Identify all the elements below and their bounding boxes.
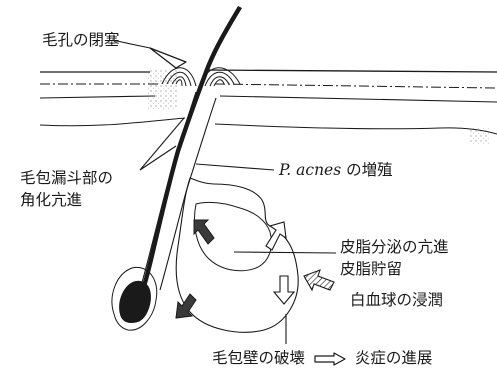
sebum-secretion-label: 皮脂分泌の亢進: [340, 236, 449, 258]
skin-surface-line: [40, 70, 497, 72]
skin-layers: [40, 70, 497, 134]
bacteria-proliferation-label: P. acnes の増殖: [279, 160, 393, 180]
follicle-wall-destruction-label: 毛包壁の破壊: [212, 349, 305, 367]
sebum-label: 皮脂分泌の亢進 皮脂貯留: [340, 236, 449, 280]
sebum-retention-label: 皮脂貯留: [340, 258, 449, 280]
pore-blockage-label: 毛孔の閉塞: [42, 30, 120, 50]
dermis-boundary-line: [40, 118, 497, 134]
hollow-right-arrow-icon: [314, 352, 346, 366]
hollow-block-arrow-icon: [274, 276, 294, 304]
stippled-skin-region: [148, 70, 178, 110]
pore-blockage-pointer: [150, 48, 186, 68]
epidermis-lower-line: [40, 96, 497, 102]
hair-shaft: [134, 6, 242, 314]
leukocyte-infiltration-label: 白血球の浸潤: [350, 290, 443, 310]
comedone-outline: [176, 178, 298, 332]
bacteria-species-name: P. acnes: [279, 161, 341, 179]
bacteria-pointer-line: [196, 164, 274, 170]
hair-bulb: [120, 281, 151, 322]
hatched-block-arrow-icon: [304, 270, 334, 290]
bacteria-proliferation-text: の増殖: [341, 161, 392, 179]
epidermis-upper-dashed-line: [40, 84, 497, 88]
dark-block-arrow-icon: [194, 220, 214, 244]
infundibulum-pointer-lines: [140, 118, 184, 170]
sebum-pointer-line: [234, 252, 336, 253]
inflammation-progression-label: 炎症の進展: [355, 349, 433, 367]
infundibulum-label-line1: 毛包漏斗部の: [20, 167, 113, 189]
stippled-skin-region-right: [470, 128, 490, 144]
hollow-block-arrow-icon: [266, 222, 286, 250]
progression-caption: 毛包壁の破壊 炎症の進展: [212, 348, 432, 368]
infundibulum-label-line2: 角化亢進: [20, 189, 113, 211]
infundibulum-label: 毛包漏斗部の 角化亢進: [20, 167, 113, 211]
